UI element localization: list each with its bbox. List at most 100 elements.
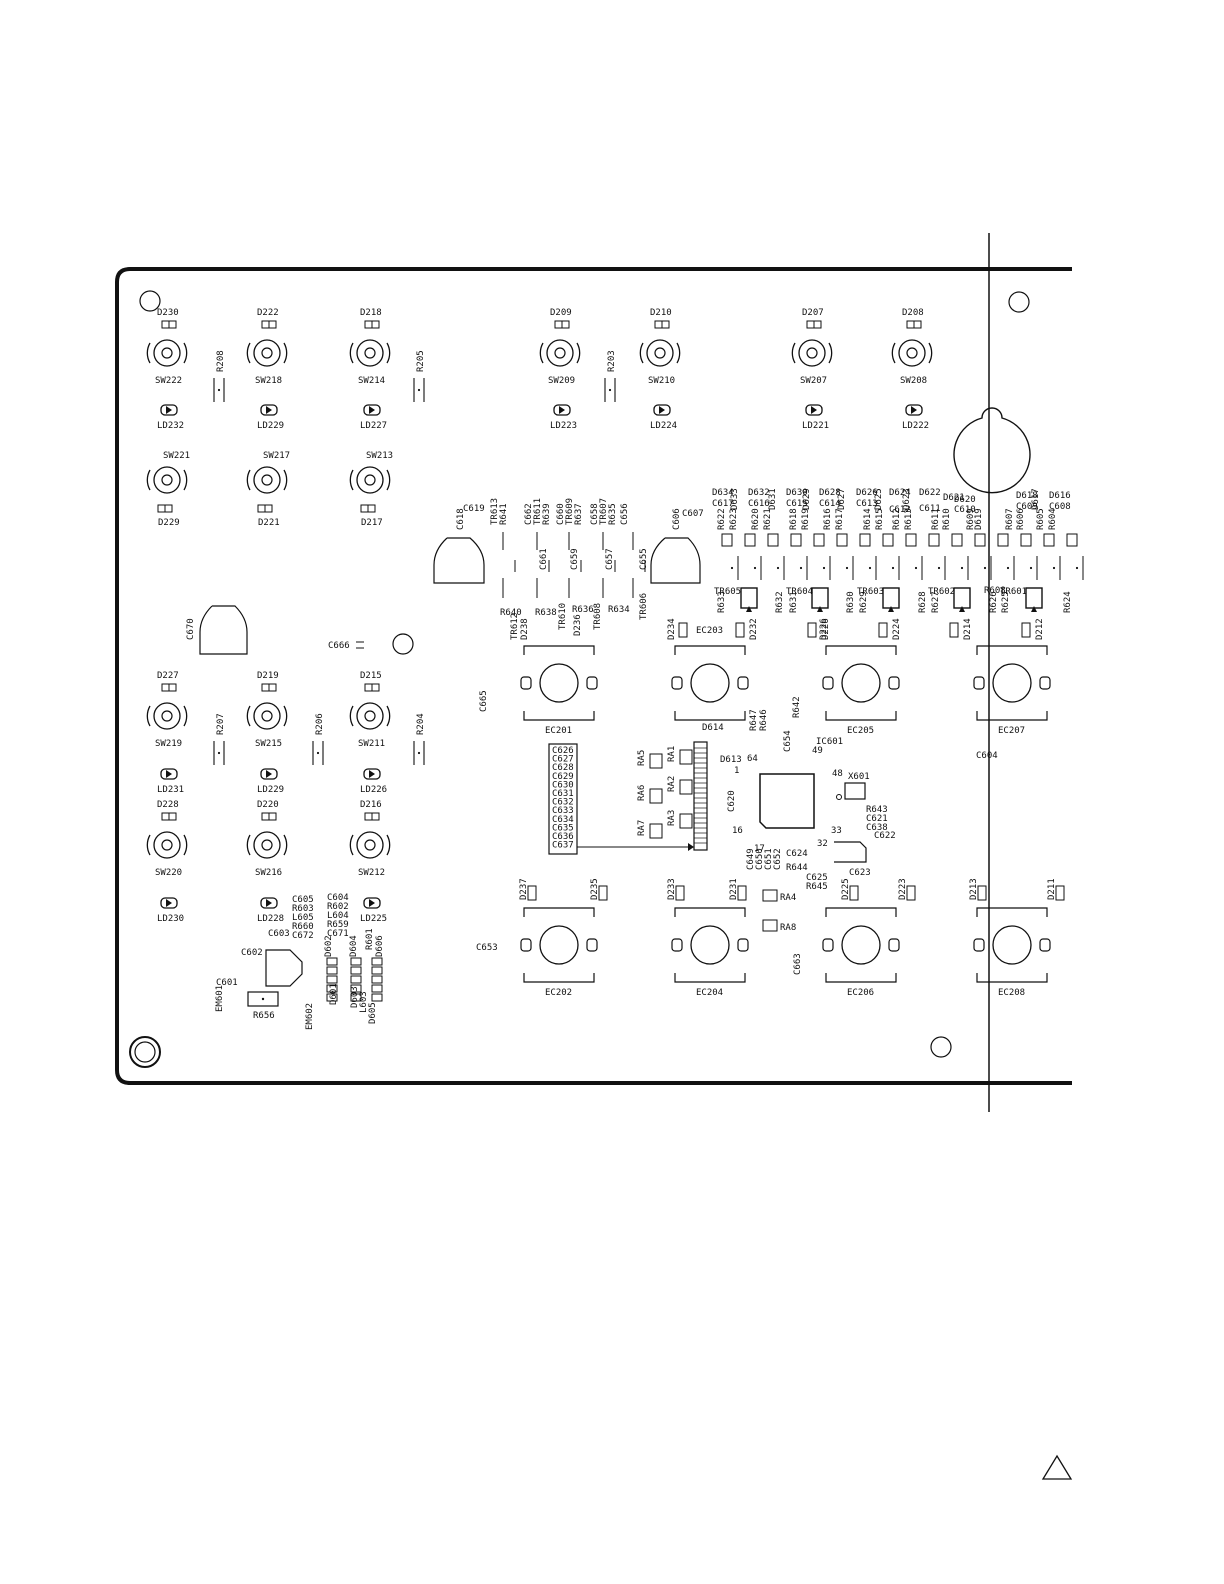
led-arrow [369,770,375,778]
resistor-dot [261,997,265,1001]
led-arrow [166,899,172,907]
switch-ring [798,339,826,367]
power-label: R659 [327,920,349,930]
encoder-pin [1039,676,1051,690]
led-arrow [266,899,272,907]
pad [1043,533,1055,547]
cap-column-box [548,743,578,855]
diode-label: D227 [157,671,179,681]
led-body [260,897,278,909]
component-label: D226 [819,618,829,640]
diode-label: D230 [157,308,179,318]
led-arrow [369,899,375,907]
switch-bracket [146,342,188,364]
component-label: 49 [812,746,823,756]
power-label: R603 [292,904,314,914]
diode-label: D231 [729,878,739,900]
resistor-label: R206 [315,713,325,735]
switch-label: SW213 [366,451,393,461]
component-label: C655 [639,548,649,570]
switch-center [261,474,273,486]
strip-resistor-label: R604 [1048,508,1058,530]
ic-outline [834,841,867,863]
led-arrow [659,406,665,414]
cap-column-label: C634 [552,815,574,825]
component-label: 64 [747,754,758,764]
switch-center [906,347,918,359]
encoder-label: EC203 [696,626,723,636]
component-label: C670 [186,618,196,640]
encoder-label: EC208 [998,988,1025,998]
cap-column-label: C632 [552,798,574,808]
component-label: C658 [590,503,600,525]
pad [1020,533,1032,547]
switch-bracket [246,469,288,491]
power-label: R656 [253,1011,275,1021]
component-label: TR611 [533,498,543,525]
power-label: C671 [327,929,349,939]
strip-label: C616 [748,499,770,509]
power-label: D604 [349,935,359,957]
switch-bracket [639,342,681,364]
switch-ring [646,339,674,367]
component-label: D234 [667,618,677,640]
switch-label: SW221 [163,451,190,461]
led-body [553,404,571,416]
ra-pad [762,889,778,902]
component-label: C621 [866,814,888,824]
power-label: D606 [375,935,385,957]
diode-label: D212 [1035,618,1045,640]
strip-resistor-label: R616 [823,508,833,530]
diode-label: D213 [969,878,979,900]
diode-label: D226 [821,618,831,640]
switch-ring [153,831,181,859]
component-label: C625 [806,873,828,883]
component-label: C654 [783,730,793,752]
cap-column-label: C636 [552,832,574,842]
strip-resistor-label: R610 [942,508,952,530]
switch-label: SW209 [548,376,575,386]
transistor-body [882,587,900,609]
led-label: LD225 [360,914,387,924]
transistor-label: TR602 [928,587,955,597]
diode-label: D232 [749,618,759,640]
diode-label: D207 [802,308,824,318]
strip-resistor-label: R617 [835,508,845,530]
component-label: C653 [476,943,498,953]
component-label: R639 [542,503,552,525]
encoder-knob [690,925,730,965]
strip-label: D622 [919,488,941,498]
switch-label: SW211 [358,739,385,749]
power-label: R602 [327,902,349,912]
strip-resistor-label: R623 [729,508,739,530]
switch-center [806,347,818,359]
encoder-label: EC201 [545,726,572,736]
switch-label: SW220 [155,868,182,878]
encoder-pin [586,938,598,952]
component-label: C604 [976,751,998,761]
transistor-body [811,587,829,609]
resistor-dot [937,566,941,570]
component-label: C659 [570,548,580,570]
component-label: C624 [786,849,808,859]
encoder-pin [520,676,532,690]
resistor-dot [776,566,780,570]
component-label: TR608 [593,603,603,630]
power-label: D605 [368,1002,378,1024]
transistor-mark [746,606,752,612]
led-body [653,404,671,416]
switch-label: SW222 [155,376,182,386]
diode-label: D211 [1047,878,1057,900]
ra-label: RA5 [637,750,647,766]
component-label: C661 [539,548,549,570]
led-body [363,404,381,416]
component-label: C662 [524,503,534,525]
component-label: C665 [479,690,489,712]
component-label: R641 [499,503,509,525]
diode-label: D216 [360,800,382,810]
power-label: C601 [216,978,238,988]
component-label: C649 [746,848,756,870]
led-label: LD227 [360,421,387,431]
